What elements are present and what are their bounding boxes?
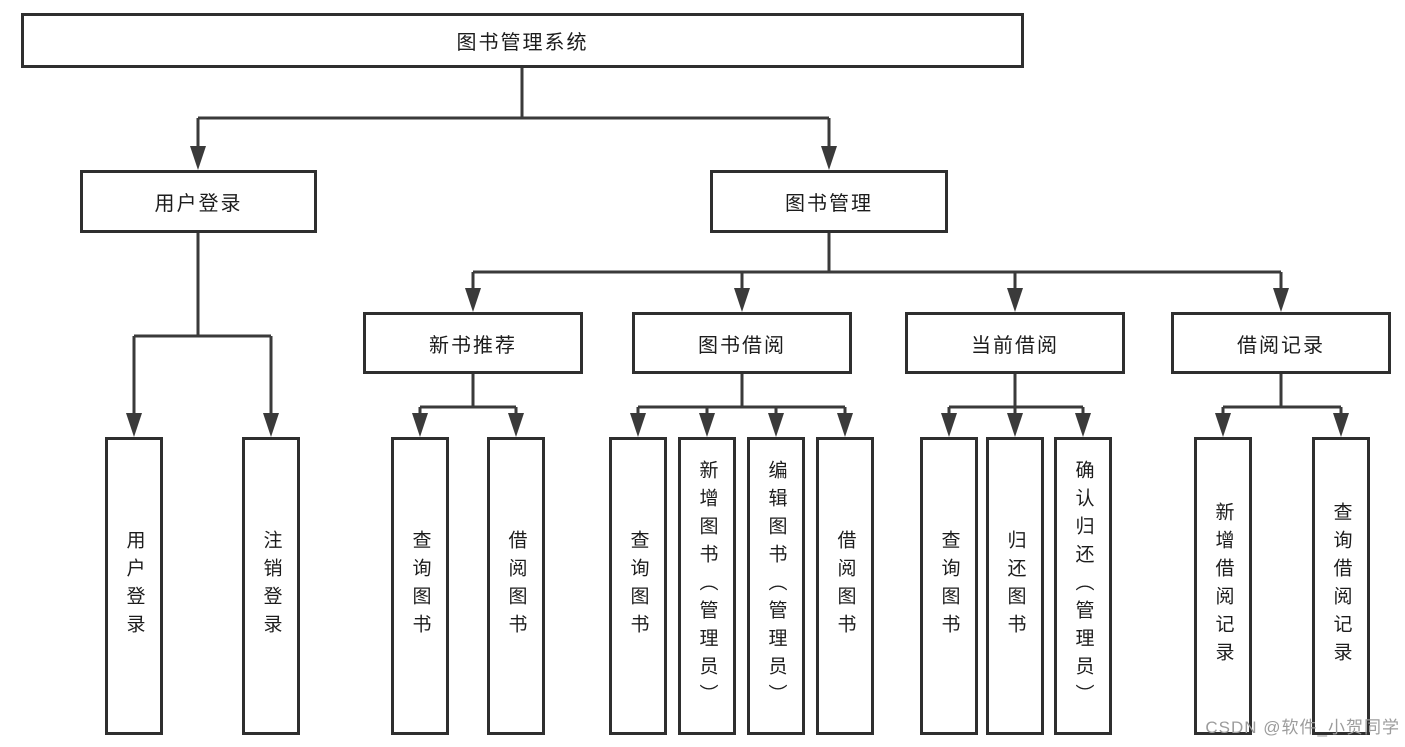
connector-root-to-level2 <box>196 65 831 152</box>
arrow-down-icon <box>837 413 853 437</box>
arrowheads-level2 <box>190 146 837 170</box>
arrowheads-leaves <box>126 413 1349 437</box>
leaf-return-books: 归还图书 <box>986 437 1044 735</box>
leaf-borrow-books: 借阅图书 <box>816 437 874 735</box>
arrow-down-icon <box>768 413 784 437</box>
arrowheads-level3 <box>465 288 1289 312</box>
node-new-book-recommend: 新书推荐 <box>363 312 583 374</box>
leaf-query-books-current: 查询图书 <box>920 437 978 735</box>
arrow-down-icon <box>1215 413 1231 437</box>
leaf-logout: 注销登录 <box>242 437 300 735</box>
node-book-management: 图书管理 <box>710 170 948 233</box>
leaf-add-borrow-record: 新增借阅记录 <box>1194 437 1252 735</box>
connector-book-borrow-to-leaves <box>636 370 847 419</box>
leaf-borrow-books-recommend: 借阅图书 <box>487 437 545 735</box>
node-book-borrow: 图书借阅 <box>632 312 852 374</box>
connector-new-book-recommend-to-leaves <box>418 370 518 419</box>
leaf-edit-books-admin: 编辑图书（管理员） <box>747 437 805 735</box>
leaf-query-books-recommend: 查询图书 <box>391 437 449 735</box>
arrow-down-icon <box>699 413 715 437</box>
connector-user-login-to-leaves <box>132 230 273 419</box>
arrow-down-icon <box>190 146 206 170</box>
arrow-down-icon <box>263 413 279 437</box>
connector-borrow-records-to-leaves <box>1221 370 1343 419</box>
arrow-down-icon <box>1007 288 1023 312</box>
arrow-down-icon <box>734 288 750 312</box>
arrow-down-icon <box>1273 288 1289 312</box>
node-current-borrow: 当前借阅 <box>905 312 1125 374</box>
arrow-down-icon <box>1333 413 1349 437</box>
arrow-down-icon <box>941 413 957 437</box>
node-user-login: 用户登录 <box>80 170 317 233</box>
connector-book-management-to-level3 <box>471 230 1283 294</box>
arrow-down-icon <box>465 288 481 312</box>
arrow-down-icon <box>508 413 524 437</box>
csdn-watermark: CSDN @软件_小贺同学 <box>1205 718 1400 737</box>
arrow-down-icon <box>630 413 646 437</box>
leaf-confirm-return-admin: 确认归还（管理员） <box>1054 437 1112 735</box>
arrow-down-icon <box>1007 413 1023 437</box>
leaf-user-login: 用户登录 <box>105 437 163 735</box>
arrow-down-icon <box>1075 413 1091 437</box>
arrow-down-icon <box>126 413 142 437</box>
arrow-down-icon <box>412 413 428 437</box>
arrow-down-icon <box>821 146 837 170</box>
node-borrow-records: 借阅记录 <box>1171 312 1391 374</box>
leaf-query-books-borrow: 查询图书 <box>609 437 667 735</box>
node-library-management-system: 图书管理系统 <box>21 13 1024 68</box>
leaf-query-borrow-record: 查询借阅记录 <box>1312 437 1370 735</box>
connector-current-borrow-to-leaves <box>947 370 1085 419</box>
leaf-add-books-admin: 新增图书（管理员） <box>678 437 736 735</box>
